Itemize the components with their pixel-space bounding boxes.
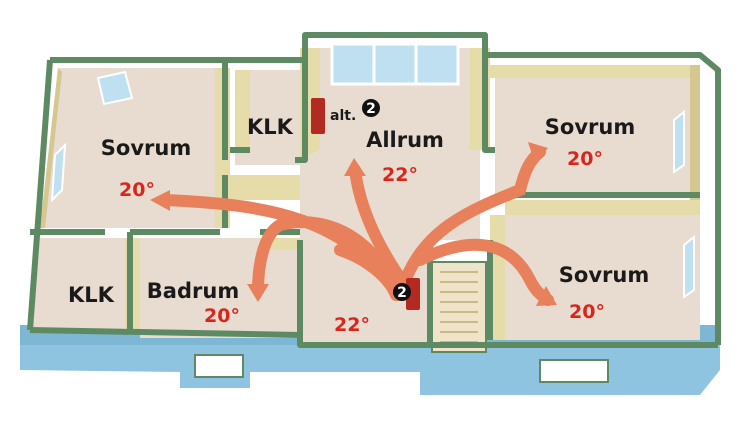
heat-flow-arrows xyxy=(159,146,554,306)
arrow-icon xyxy=(414,238,554,306)
window-icon xyxy=(539,359,609,383)
window-icon xyxy=(194,354,244,378)
room-name-sovrum-bottom-right: Sovrum xyxy=(559,263,649,287)
window-icon xyxy=(683,234,695,299)
arrow-icon xyxy=(528,142,548,164)
window-icon xyxy=(50,142,67,203)
number-circle-icon xyxy=(362,99,380,117)
arrow-icon xyxy=(344,158,366,176)
arrow-icon xyxy=(536,286,557,306)
room-temp-hall: 22° xyxy=(334,314,370,336)
window-icon xyxy=(330,42,460,86)
room-temp-sovrum-top-left: 20° xyxy=(119,179,155,201)
room-name-badrum: Badrum xyxy=(147,279,239,303)
room-temp-sovrum-bottom-right: 20° xyxy=(569,301,605,323)
staircase xyxy=(431,261,487,353)
arrow-icon xyxy=(247,284,269,302)
room-name-allrum: Allrum xyxy=(366,128,444,152)
floors xyxy=(30,48,700,345)
room-temp-sovrum-top-right: 20° xyxy=(567,148,603,170)
number-circle-icon xyxy=(393,283,411,301)
arrow-icon xyxy=(150,190,170,211)
room-labels: Sovrum 20° KLK Allrum 22° Sovrum 20° KLK… xyxy=(68,115,649,336)
arrow-icon xyxy=(252,216,404,301)
room-name-klk-bottom: KLK xyxy=(68,283,115,307)
heaters: 2 alt. 2 xyxy=(311,98,420,310)
window-icon xyxy=(673,109,685,174)
window-icon xyxy=(96,70,134,106)
room-name-sovrum-top-right: Sovrum xyxy=(545,115,635,139)
heater-alt-number: 2 xyxy=(366,101,376,117)
room-temp-allrum: 22° xyxy=(382,164,418,186)
heater-icon xyxy=(406,278,420,310)
room-name-klk-top: KLK xyxy=(247,115,294,139)
heater-icon xyxy=(311,98,325,134)
arrow-heads xyxy=(150,142,557,306)
windows xyxy=(50,42,695,299)
room-temp-badrum: 20° xyxy=(204,305,240,327)
arrow-icon xyxy=(349,164,411,291)
heater-alt-label: alt. xyxy=(330,108,356,124)
heater-main-number: 2 xyxy=(397,285,407,301)
room-name-sovrum-top-left: Sovrum xyxy=(101,136,191,160)
